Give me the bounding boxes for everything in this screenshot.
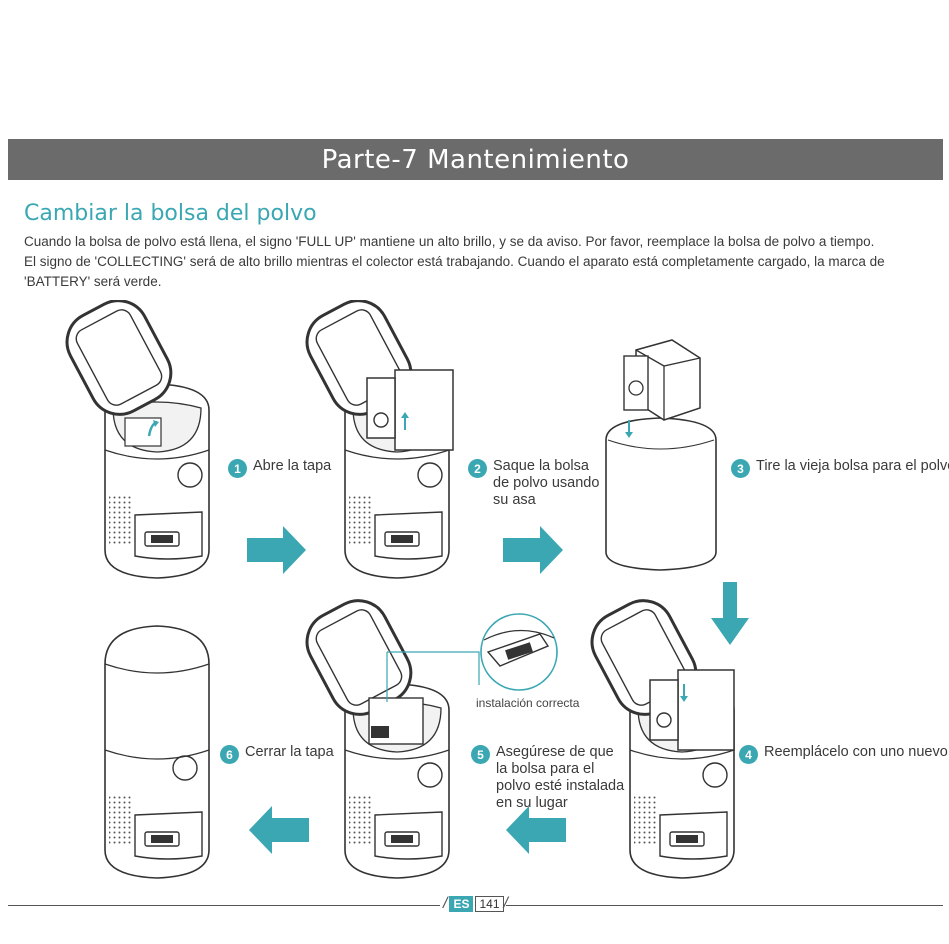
arrow-left-icon: [506, 806, 566, 854]
header-banner: Parte-7 Mantenimiento: [8, 139, 943, 180]
step-label: Reemplácelo con uno nuevo: [764, 744, 948, 761]
step-label: Cerrar la tapa: [245, 744, 334, 761]
trash-bin-illustration: [606, 340, 716, 570]
step-number-badge: 4: [739, 745, 758, 764]
step-6: 6 Cerrar la tapa: [220, 744, 334, 764]
detail-caption: instalación correcta: [476, 696, 579, 710]
arrow-left-icon: [249, 806, 309, 854]
step-1: 1 Abre la tapa: [228, 458, 331, 478]
step-5: 5 Asegúrese de que la bolsa para el polv…: [471, 744, 624, 812]
step-number-badge: 1: [228, 459, 247, 478]
page-number: 141: [475, 896, 503, 912]
language-tag: ES: [449, 896, 473, 912]
paragraph-line: El signo de 'COLLECTING' será de alto br…: [24, 252, 939, 272]
station-new-bag: [582, 590, 734, 878]
step-number-badge: 5: [471, 745, 490, 764]
detail-zoom-circle: [481, 614, 557, 690]
paragraph-line: Cuando la bolsa de polvo está llena, el …: [24, 232, 939, 252]
step-label: Saque la bolsa de polvo usando su asa: [493, 458, 599, 509]
station-closed: [105, 626, 209, 878]
step-number-badge: 2: [468, 459, 487, 478]
paragraph-line: 'BATTERY' será verde.: [24, 272, 939, 292]
step-3: 3 Tire la vieja bolsa para el polvo: [731, 458, 949, 478]
step-number-badge: 6: [220, 745, 239, 764]
arrow-right-icon: [503, 526, 563, 574]
arrow-down-icon: [711, 582, 749, 645]
step-2: 2 Saque la bolsa de polvo usando su asa: [468, 458, 599, 509]
footer-divider: [8, 905, 440, 906]
step-number-badge: 3: [731, 459, 750, 478]
step-4: 4 Reemplácelo con uno nuevo: [739, 744, 948, 764]
step-label: Abre la tapa: [253, 458, 331, 475]
station-bag-lift: [297, 300, 453, 578]
arrow-right-icon: [247, 526, 306, 574]
station-bag-installed: [297, 590, 479, 878]
step-label: Tire la vieja bolsa para el polvo: [756, 458, 949, 475]
footer-divider: [506, 905, 943, 906]
step-label: Asegúrese de que la bolsa para el polvo …: [496, 744, 624, 812]
instruction-paragraph: Cuando la bolsa de polvo está llena, el …: [24, 232, 939, 292]
page-number-badge: / ES 141 /: [443, 895, 508, 913]
illustration-area: 1 Abre la tapa 2 Saque la bolsa de polvo…: [0, 300, 949, 890]
station-open-lid-1: [57, 300, 209, 578]
section-title: Cambiar la bolsa del polvo: [24, 201, 317, 226]
page-title: Parte-7 Mantenimiento: [322, 145, 630, 175]
